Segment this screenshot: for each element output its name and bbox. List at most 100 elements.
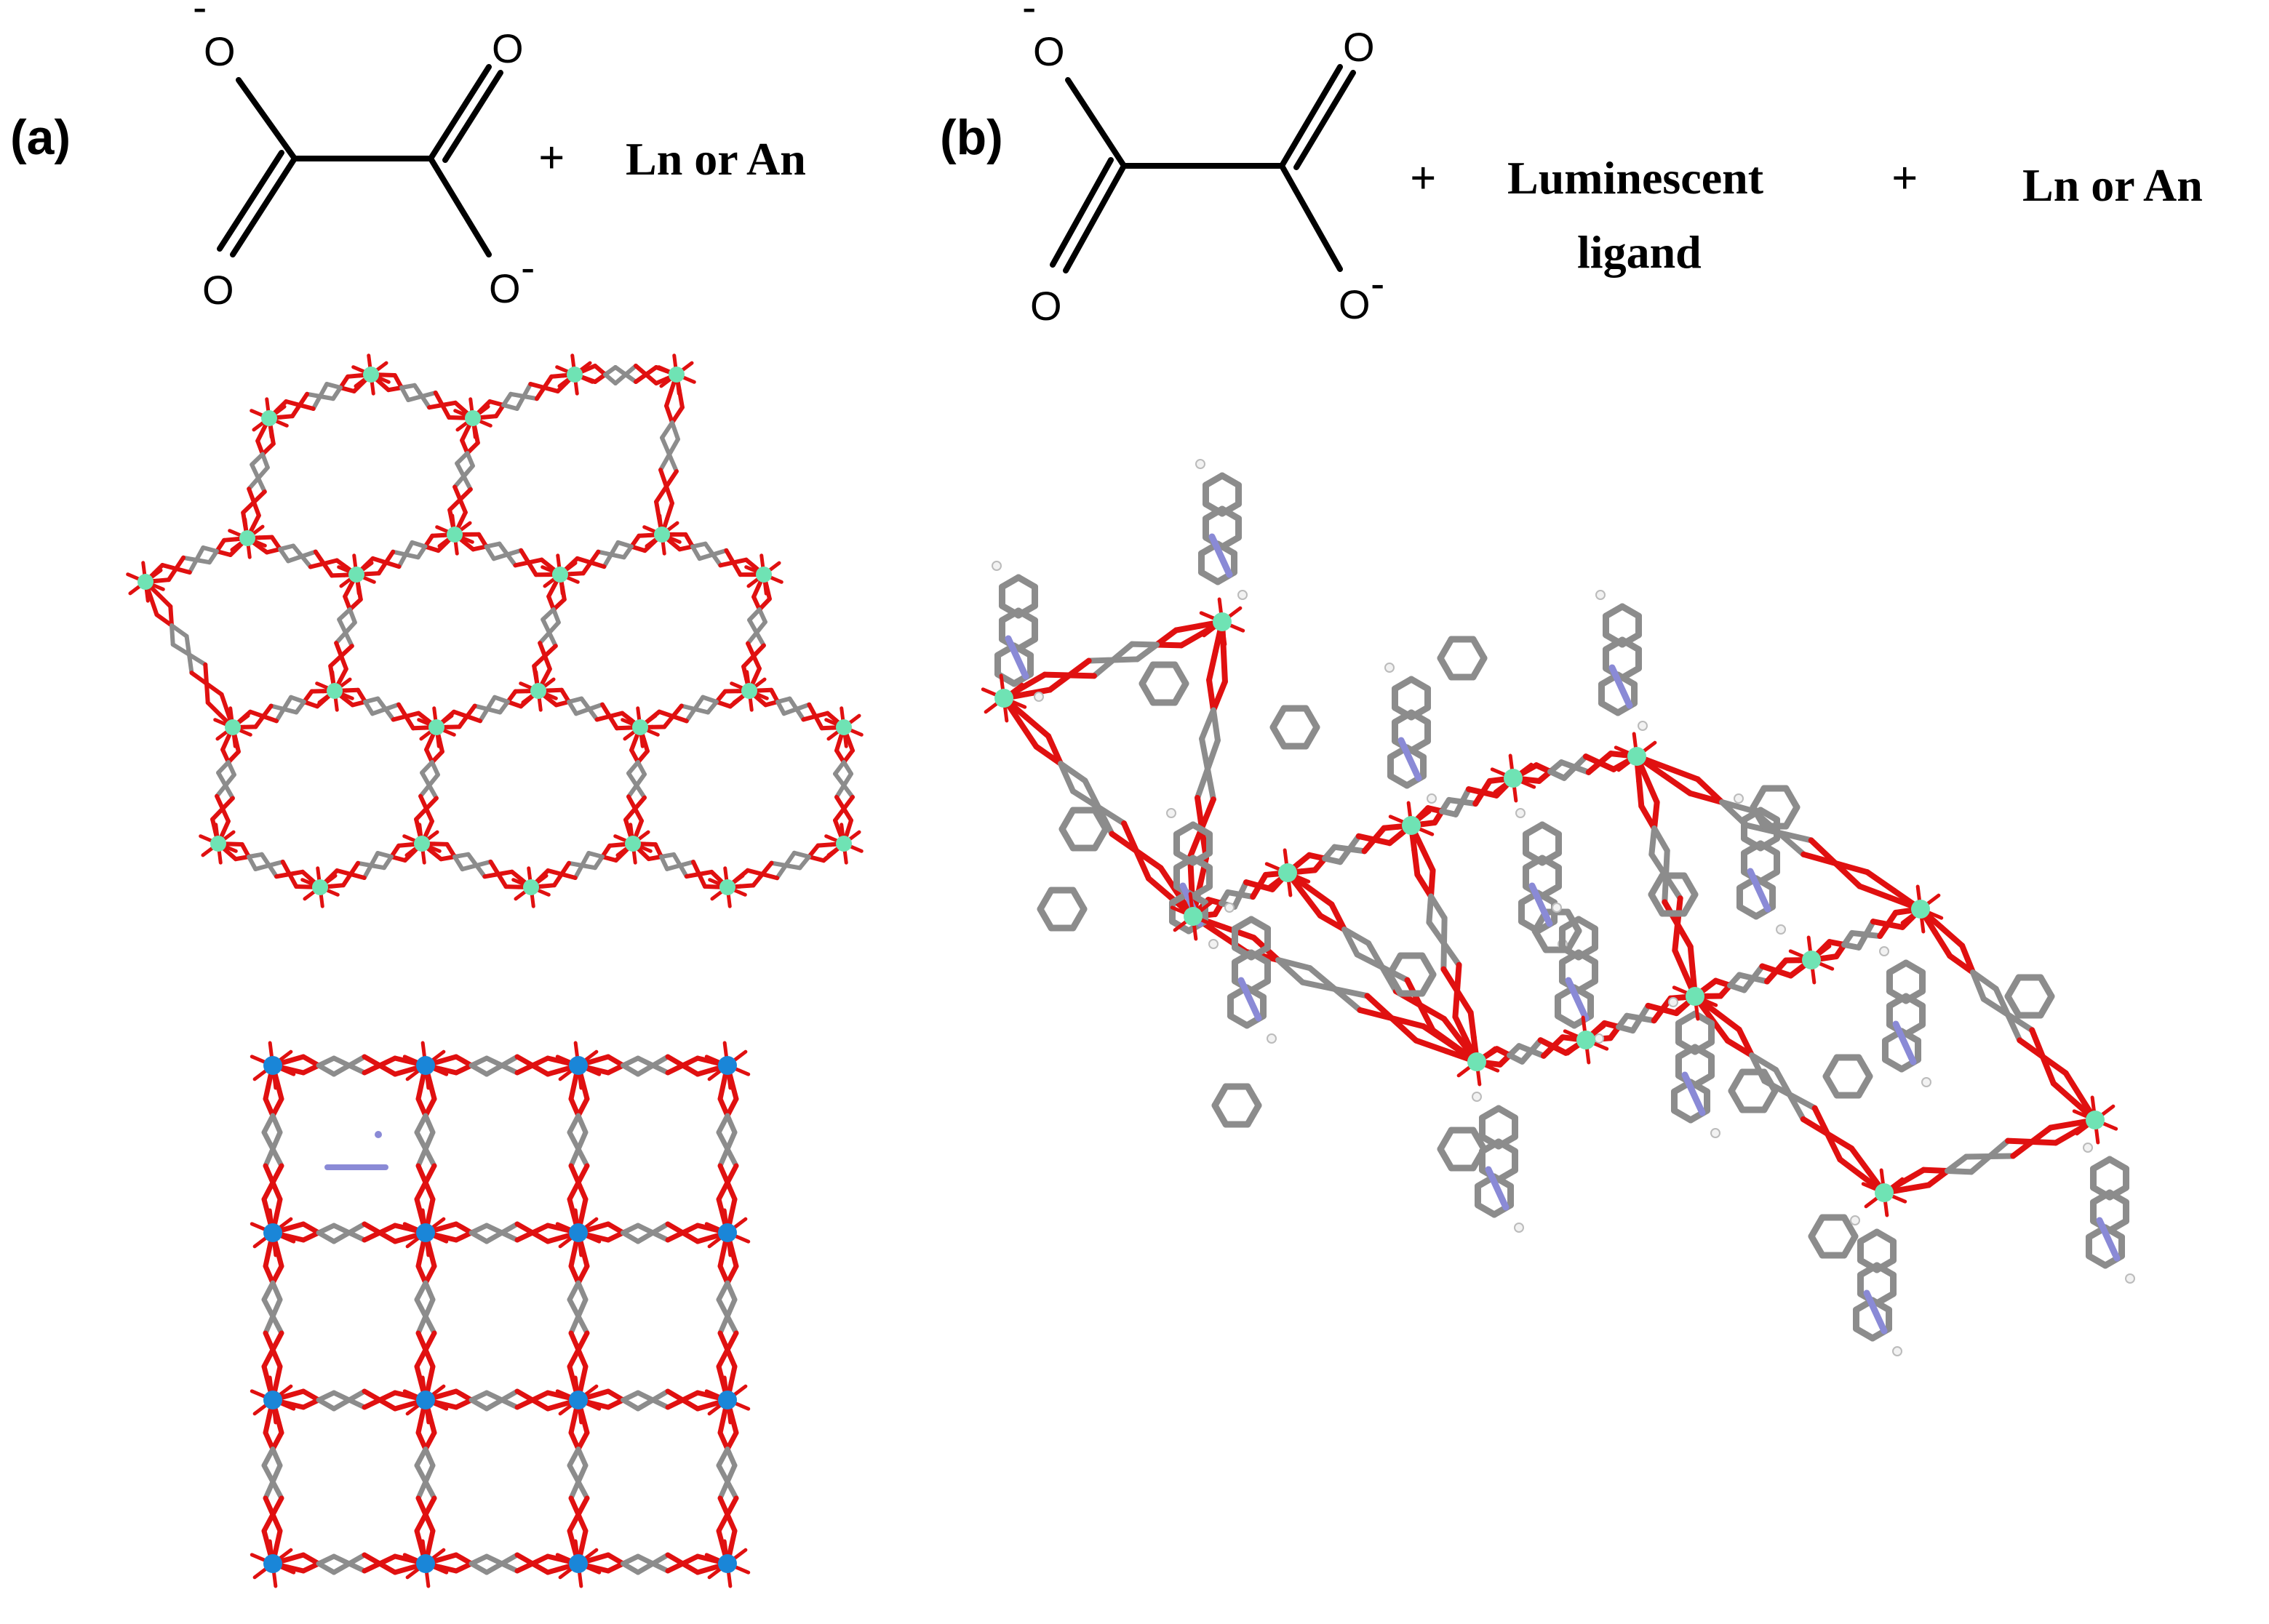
aromatic-bond [1091,807,1109,833]
bond-segment [2029,1139,2059,1146]
bond-segment [605,1552,626,1567]
bond-segment [362,1388,383,1403]
bond-segment [280,859,292,876]
bond-segment [414,1297,428,1319]
bond-segment [1787,1092,1818,1111]
bond-segment [670,405,685,425]
bond-segment [660,420,674,440]
bond-segment [760,860,774,876]
metal-atom [2086,1111,2105,1129]
bond-segment [600,702,612,719]
bond-segment [346,1388,367,1403]
bond-segment [338,385,356,394]
bond-segment [426,1364,436,1386]
bond-segment [468,1063,490,1077]
bond-segment [609,540,621,557]
metal-atom [569,1223,588,1242]
bond-segment [575,1330,590,1353]
aromatic-bond [1058,825,1077,852]
bond-segment [415,1414,425,1436]
bond-segment [205,700,223,718]
bond-segment [223,783,235,801]
hydrogen-atom [1427,793,1437,804]
bond-segment [375,850,394,859]
hydrogen-atom [1384,663,1395,673]
bond-segment [187,652,194,676]
bond-segment [716,1113,730,1135]
bond-segment [455,461,466,479]
bond-segment [414,1129,428,1152]
bond-segment [414,807,428,822]
hydrogen-atom [1166,808,1176,818]
bond-segment [399,385,411,403]
bond-segment [1017,719,1040,750]
bond-segment [633,795,647,811]
aromatic-bond [1855,1054,1873,1080]
bond-segment [313,549,326,566]
bond-segment [1426,893,1434,926]
bond-segment [605,1221,626,1236]
bond-segment [2047,1121,2076,1131]
o-bottom-a: O [489,265,521,311]
bond-segment [250,452,265,467]
metal-atom [718,1056,737,1075]
bond-segment [695,1390,715,1399]
bond-segment [356,687,367,704]
bond-segment [1749,1052,1768,1084]
plus-sign-b2: + [1891,152,1918,204]
plus-sign-b1: + [1410,152,1436,204]
bond-segment [716,1512,730,1534]
bond-segment [724,548,735,565]
bond-segment [468,1561,490,1575]
aromatic-bond [1437,636,1455,662]
bond-segment [261,1512,276,1534]
bond-segment [322,561,335,578]
bond-segment [392,1553,413,1563]
bond-segment [427,783,439,801]
bond-segment [842,783,855,799]
bond-segment [2040,1054,2057,1087]
bond-segment [1428,867,1436,900]
bond-segment [1833,860,1863,889]
aromatic-bond [1760,1068,1779,1095]
bond-segment [680,1397,701,1412]
bond-segment [346,1054,367,1068]
metal-atom [414,836,430,852]
bond-segment [2052,1128,2078,1146]
bond-segment [252,489,267,505]
bond-segment [1411,847,1421,878]
bond-segment [210,807,225,822]
bond-segment [546,868,564,876]
bond-segment [2005,1137,2035,1145]
bond-segment [414,1463,428,1484]
bond-segment [496,872,509,889]
bond-segment [396,552,408,569]
bond-segment [274,1247,284,1269]
metal-atom [261,410,277,426]
bond-segment [1903,1182,1932,1192]
bond-segment [1307,885,1335,908]
oxalate-atoms-a: - O O O O - [193,0,535,313]
bond-segment [1980,996,2011,1017]
aromatic-bond [1386,971,1404,997]
bond-segment [559,687,571,704]
bond-segment [573,863,584,881]
aromatic-bond [1437,1127,1455,1153]
bond-segment [1452,1014,1470,1043]
bond-segment [377,1561,398,1575]
bond-segment [530,1397,551,1412]
hydrogen-atom [1921,1077,1931,1087]
bond-segment [392,372,404,390]
bond-segment [261,1364,271,1386]
bond-segment [1811,1105,1830,1137]
bond-segment [1987,1137,2011,1159]
bond-segment [274,1079,284,1102]
bond-segment [1354,951,1385,970]
bond-segment [465,714,483,724]
bond-segment [589,560,607,569]
metal-atom [1467,1052,1486,1071]
bond-segment [187,558,199,575]
bond-segment [665,1552,685,1567]
bond-segment [300,1388,322,1403]
aromatic-bond [1841,1233,1859,1259]
